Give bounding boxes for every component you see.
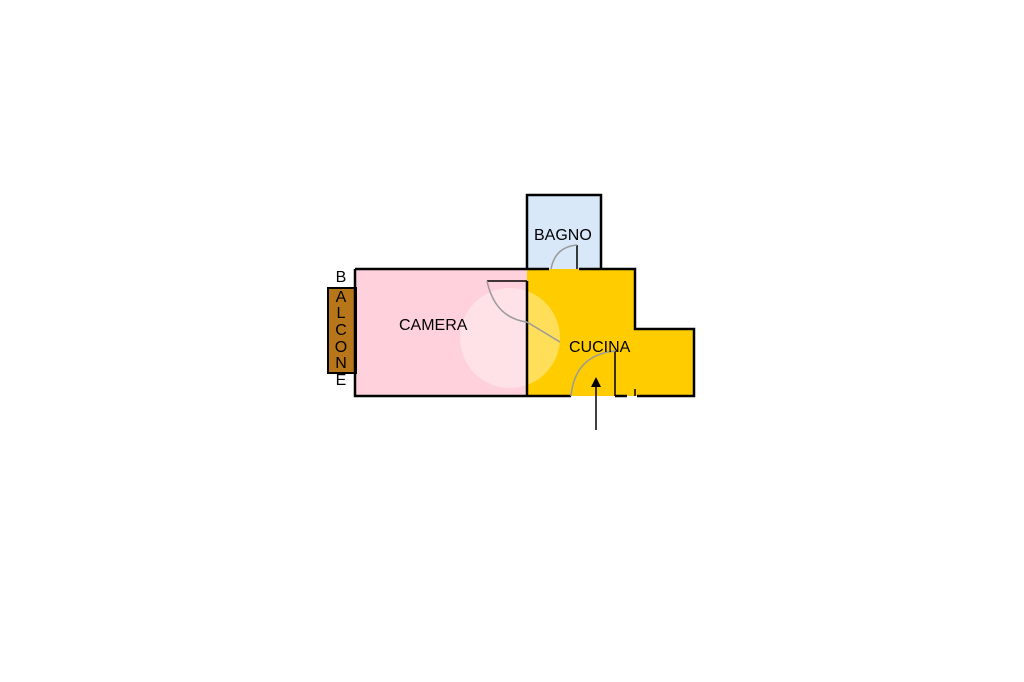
balcony-letter: O (335, 339, 347, 356)
wall-bagno (525, 193, 603, 269)
door-swing-bagno (550, 244, 578, 270)
balcony-letter: B (336, 269, 347, 286)
balcony-label: B A L C O N E (335, 269, 347, 389)
room-label-cucina: CUCINA (569, 339, 631, 356)
balcony-letter: N (335, 355, 347, 372)
door-swing-camera-2 (526, 321, 561, 343)
balcony-letter: A (336, 289, 347, 306)
arrow-up-icon (591, 377, 601, 430)
room-cucina (527, 269, 694, 396)
room-bagno (527, 195, 601, 269)
balcony-letter: C (335, 322, 347, 339)
wall-left (353, 269, 527, 398)
room-camera (355, 269, 527, 396)
door-swing-entrance (570, 350, 616, 397)
room-label-camera: CAMERA (399, 317, 468, 334)
room-label-bagno: BAGNO (534, 227, 592, 244)
balcony-letter: E (336, 372, 347, 389)
wall-top-right (579, 267, 696, 398)
balcony-letter: L (337, 305, 346, 322)
door-swing-camera (486, 280, 528, 323)
walls (353, 193, 696, 398)
circle-watermark-icon (460, 288, 560, 388)
balcony (327, 287, 357, 374)
